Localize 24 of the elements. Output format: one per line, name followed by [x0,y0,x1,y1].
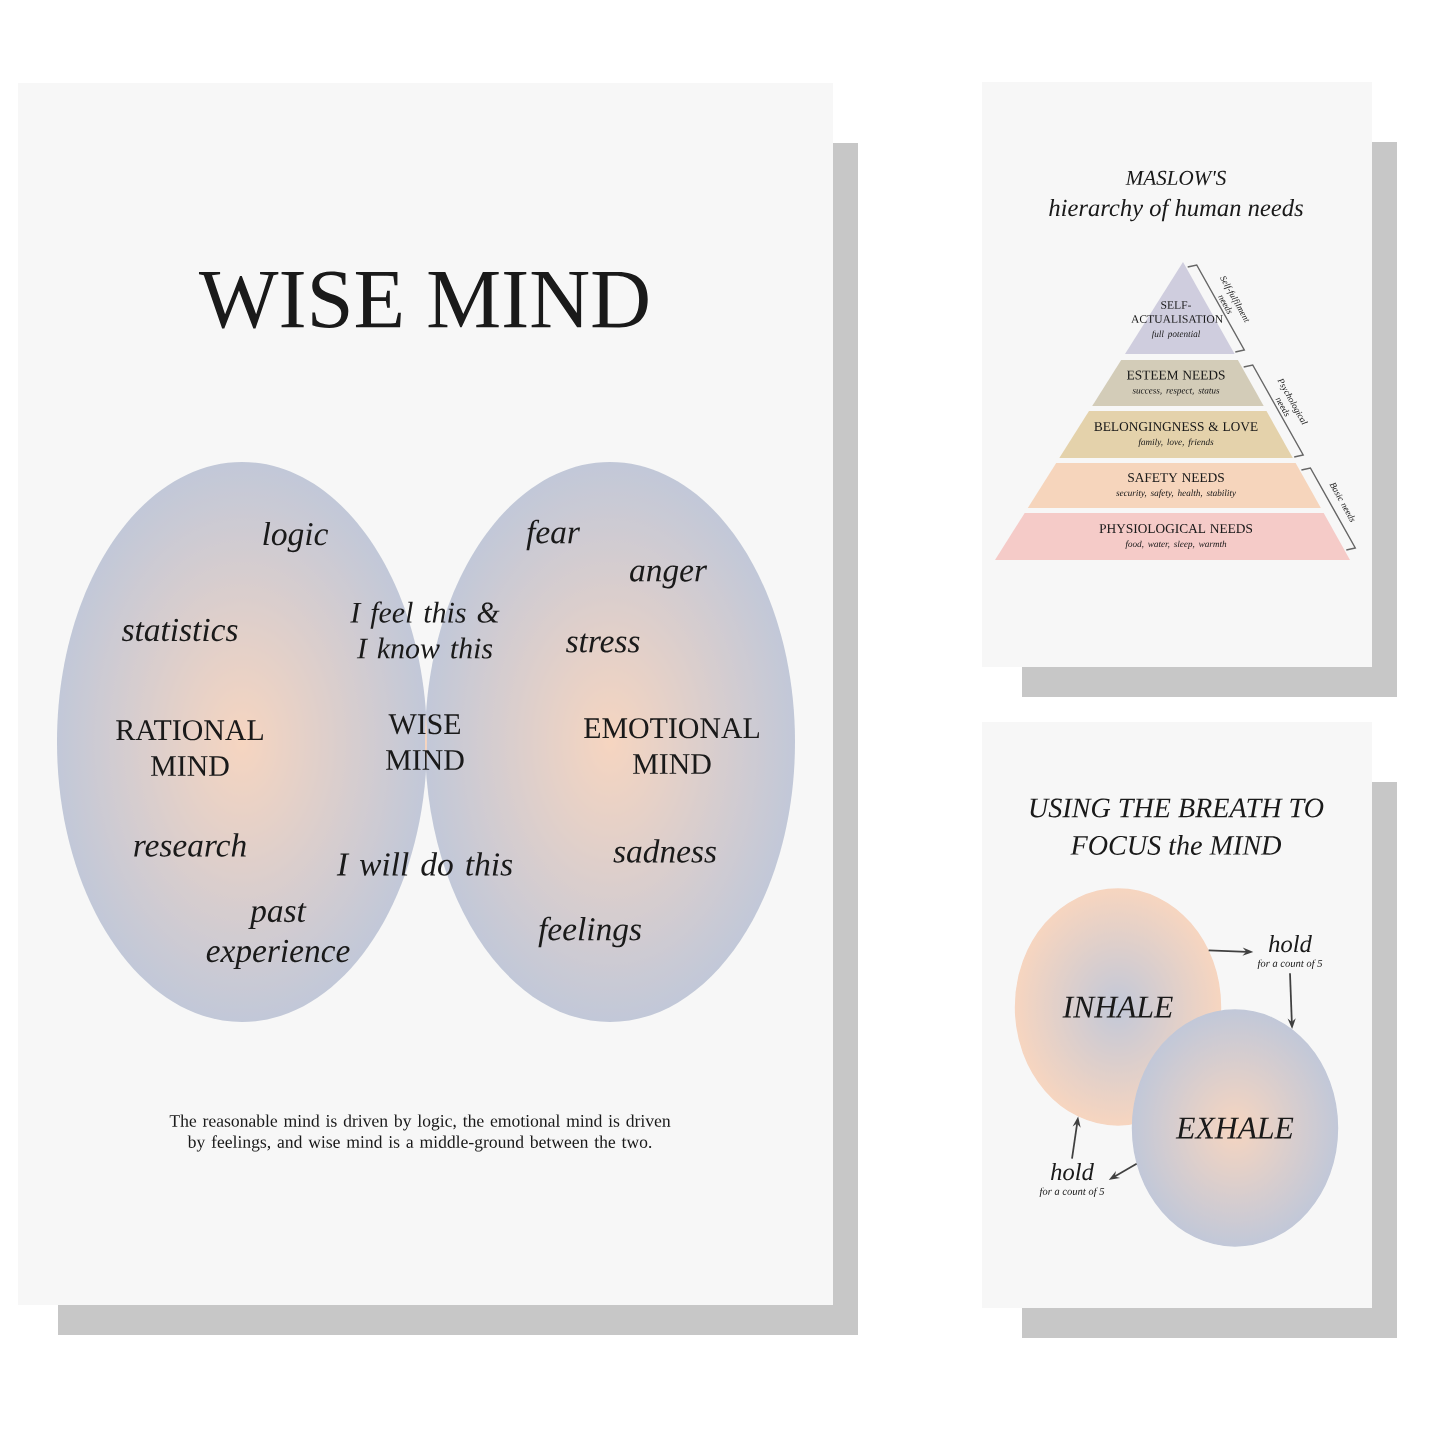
hold-label: hold for a count of 5 [1257,935,1323,970]
word-label: logic [263,521,328,553]
pyramid-level: ESTEEM NEEDS success, respect, status [1092,360,1264,406]
pyramid-level: SAFETY NEEDS security, safety, health, stability [1027,463,1321,508]
poster-title: hierarchy of human needs [1049,198,1303,222]
word-label: sadness [613,839,716,863]
poster-title: FOCUS the MIND [1070,835,1281,855]
hold-label: hold for a count of 5 [1039,1163,1105,1198]
word-label: stress [565,633,640,653]
poster-title: USING THE BREATH TO [1030,798,1324,818]
word-label: research [134,833,246,857]
word-label: anger [630,565,708,589]
circle-heading: EMOTIONAL MIND [584,718,759,774]
word-label: feelings [538,916,641,948]
circle-heading: WISE MIND [386,714,464,770]
circle-heading: RATIONAL MIND [116,720,263,776]
title: WISE MIND [199,271,648,329]
word-label: past experience [206,903,350,969]
caption: The reasonable mind is driven by logic, the emotional mind is driven by feelings, and wise mind is a middle-ground between the two. [169,1114,671,1152]
word-label: I feel this & I know this [350,601,500,659]
word-label: statistics [121,618,238,642]
word-label: fear [526,519,581,551]
word-label: I will do this [336,852,513,876]
poster-title: MASLOW'S [1125,170,1226,186]
